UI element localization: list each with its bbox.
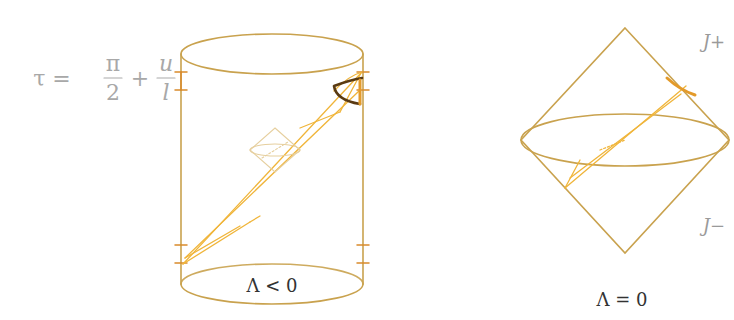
formula-term: l xyxy=(162,82,169,104)
formula-term: 2 xyxy=(106,82,120,104)
light-rays xyxy=(183,72,362,264)
fraction-bar xyxy=(157,77,175,78)
formula-term: π xyxy=(106,53,120,75)
tick-marks xyxy=(175,72,369,263)
formula-term: τ = xyxy=(33,68,71,90)
formula-term: u xyxy=(159,53,173,75)
boundary-label: J+ xyxy=(703,33,725,51)
null-infinity-arc xyxy=(667,78,695,95)
minkowski-diamond xyxy=(521,28,729,253)
boundary-segment xyxy=(359,80,362,104)
formula-term: + xyxy=(131,68,149,90)
boundary-label: J− xyxy=(703,217,725,235)
light-rays xyxy=(565,86,686,188)
ads-cylinder xyxy=(181,34,363,304)
null-boundary-arc xyxy=(334,78,362,104)
region-label: Λ < 0 xyxy=(247,277,298,295)
region-label: Λ = 0 xyxy=(597,291,648,309)
fraction-bar xyxy=(104,77,122,78)
minkowski-patch xyxy=(250,128,300,172)
